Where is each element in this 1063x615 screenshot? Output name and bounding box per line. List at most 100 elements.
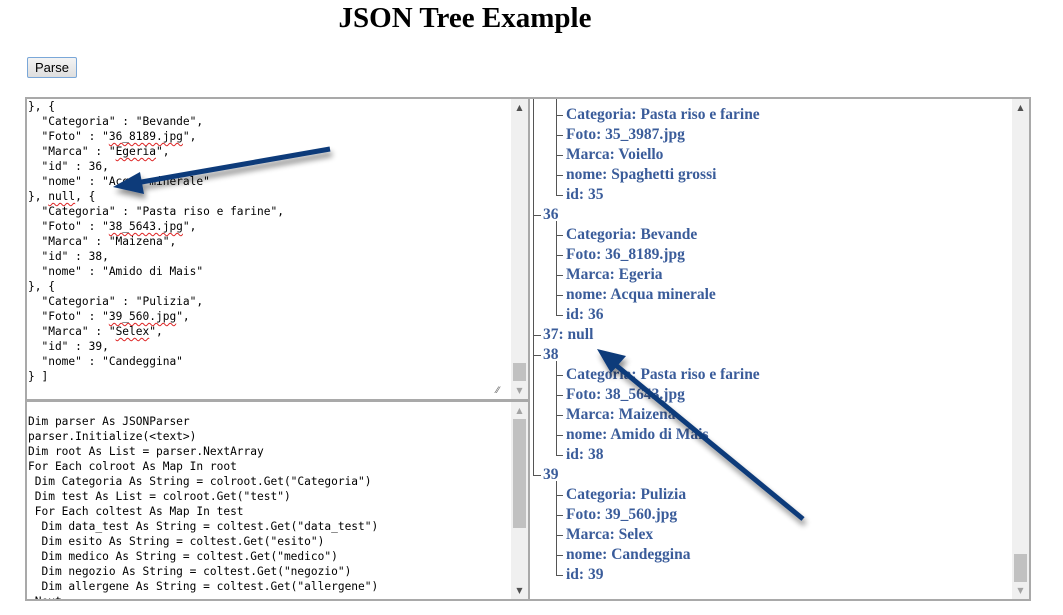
tree-connector — [556, 575, 563, 576]
spellcheck-word: 39_560.jpg — [108, 310, 177, 323]
resize-grip-icon[interactable]: ⁄⁄ — [496, 386, 500, 396]
tree-node-property: id: 38 — [566, 446, 604, 463]
tree-connector — [556, 255, 563, 256]
code-line: Next — [28, 594, 378, 599]
spellcheck-word: 36_8189.jpg — [108, 130, 183, 143]
scrollbar-thumb[interactable] — [1014, 554, 1027, 582]
json-line: "nome" : "Candeggina" — [28, 355, 183, 368]
json-line: "Categoria" : "Bevande", — [28, 115, 204, 128]
tree-node-property: nome: Spaghetti grossi — [566, 166, 717, 183]
scroll-down-icon[interactable]: ▼ — [516, 386, 523, 395]
tree-node-property: nome: Candeggina — [566, 546, 691, 563]
tree-connector — [556, 515, 563, 516]
tree-node-property: Marca: Selex — [566, 526, 654, 543]
tree-connector — [533, 475, 541, 476]
tree-connector — [556, 135, 563, 136]
tree-connector — [556, 535, 563, 536]
tree-node-item[interactable]: 38 — [543, 346, 559, 363]
json-line: "Foto" : "36_8189.jpg", — [28, 130, 197, 143]
tree-node-property: nome: Acqua minerale — [566, 286, 716, 303]
json-line: "Marca" : "Maizena", — [28, 235, 177, 248]
json-line: "Foto" : "38_5643.jpg", — [28, 220, 197, 233]
parse-button[interactable]: Parse — [27, 57, 77, 78]
spellcheck-word: null — [48, 190, 76, 203]
tree-connector — [556, 415, 563, 416]
tree-node-property: id: 36 — [566, 306, 604, 323]
scroll-down-icon[interactable]: ▼ — [516, 586, 523, 595]
tree-connector — [556, 295, 563, 296]
json-line: "Categoria" : "Pulizia", — [28, 295, 204, 308]
tree-connector — [556, 435, 563, 436]
tree-node-property: Marca: Egeria — [566, 266, 663, 283]
tree-node-property: id: 39 — [566, 566, 604, 583]
json-line: }, { — [28, 280, 55, 293]
spellcheck-word: 38_5643.jpg — [108, 220, 183, 233]
scroll-down-icon[interactable]: ▼ — [1017, 586, 1024, 595]
tree-connector — [556, 315, 563, 316]
tree-node-property: Foto: 39_560.jpg — [566, 506, 678, 523]
tree-node-property: nome: Amido di Mais — [566, 426, 709, 443]
tree-connector — [556, 221, 557, 316]
json-input-textarea[interactable]: }, { "Categoria" : "Bevande", "Foto" : "… — [27, 99, 528, 399]
tree-node-property: Foto: 36_8189.jpg — [566, 246, 685, 263]
tree-node-property: Categoria: Pasta riso e farine — [566, 366, 760, 383]
code-line: For Each colroot As Map In root — [28, 460, 237, 473]
scrollbar-thumb[interactable] — [513, 363, 526, 381]
json-line: "id" : 39, — [28, 340, 109, 353]
tree-node-item[interactable]: 37: null — [543, 326, 594, 343]
code-line: Dim esito As String = coltest.Get("esito… — [28, 535, 325, 548]
tree-connector — [533, 215, 541, 216]
code-line: Dim root As List = parser.NextArray — [28, 445, 264, 458]
scroll-up-icon[interactable]: ▲ — [516, 103, 523, 112]
textarea-divider — [27, 399, 528, 402]
json-line: "Categoria" : "Pasta riso e farine", — [28, 205, 284, 218]
json-line: "id" : 36, — [28, 160, 109, 173]
tree-connector — [556, 155, 563, 156]
code-line: Dim medico As String = coltest.Get("medi… — [28, 550, 338, 563]
tree-connector — [556, 99, 557, 196]
spellcheck-word: Egeria — [115, 145, 156, 158]
tree-connector — [556, 375, 563, 376]
tree-connector — [556, 395, 563, 396]
tree-connector — [556, 555, 563, 556]
scroll-up-icon[interactable]: ▲ — [1017, 103, 1024, 112]
tree-connector — [556, 115, 563, 116]
tree-node-item[interactable]: 39 — [543, 466, 559, 483]
code-line: Dim allergene As String = coltest.Get("a… — [28, 580, 379, 593]
code-line: Dim Categoria As String = colroot.Get("C… — [28, 475, 372, 488]
code-line: Dim test As List = colroot.Get("test") — [28, 490, 291, 503]
scroll-up-icon[interactable]: ▲ — [516, 406, 523, 415]
json-textarea-scrollbar[interactable]: ▲ ▼ — [511, 99, 528, 399]
json-line: "Foto" : "39_560.jpg", — [28, 310, 190, 323]
tree-node-property: Marca: Maizena — [566, 406, 676, 423]
json-line: }, { — [28, 100, 55, 113]
tree-connector — [556, 235, 563, 236]
tree-node-item[interactable]: 36 — [543, 206, 559, 223]
tree-connector — [556, 481, 557, 576]
json-text: }, { "Categoria" : "Bevande", "Foto" : "… — [28, 99, 284, 384]
json-line: "Marca" : "Egeria", — [28, 145, 170, 158]
json-line: "id" : 38, — [28, 250, 109, 263]
code-textarea-scrollbar[interactable]: ▲ ▼ — [511, 402, 528, 599]
tree-connector — [533, 335, 541, 336]
spellcheck-word: Selex — [115, 325, 150, 338]
scrollbar-thumb[interactable] — [513, 419, 526, 528]
code-line: Dim parser As JSONParser — [28, 415, 190, 428]
json-line: "nome" : "Acqua minerale" — [28, 175, 210, 188]
tree-node-property: Categoria: Pulizia — [566, 486, 687, 503]
tree-scrollbar[interactable]: ▲ ▼ — [1012, 99, 1029, 599]
editor-frame — [25, 97, 1031, 601]
tree-connector — [533, 355, 541, 356]
pane-divider — [528, 99, 530, 599]
tree-connector — [556, 175, 563, 176]
json-line: "Marca" : "Selex", — [28, 325, 163, 338]
tree-node-property: Categoria: Pasta riso e farine — [566, 106, 760, 123]
json-line: } ] — [28, 370, 49, 383]
tree-node-property: Categoria: Bevande — [566, 226, 698, 243]
json-line: "nome" : "Amido di Mais" — [28, 265, 204, 278]
code-line: For Each coltest As Map In test — [28, 505, 244, 518]
tree-node-property: Foto: 35_3987.jpg — [566, 126, 685, 143]
